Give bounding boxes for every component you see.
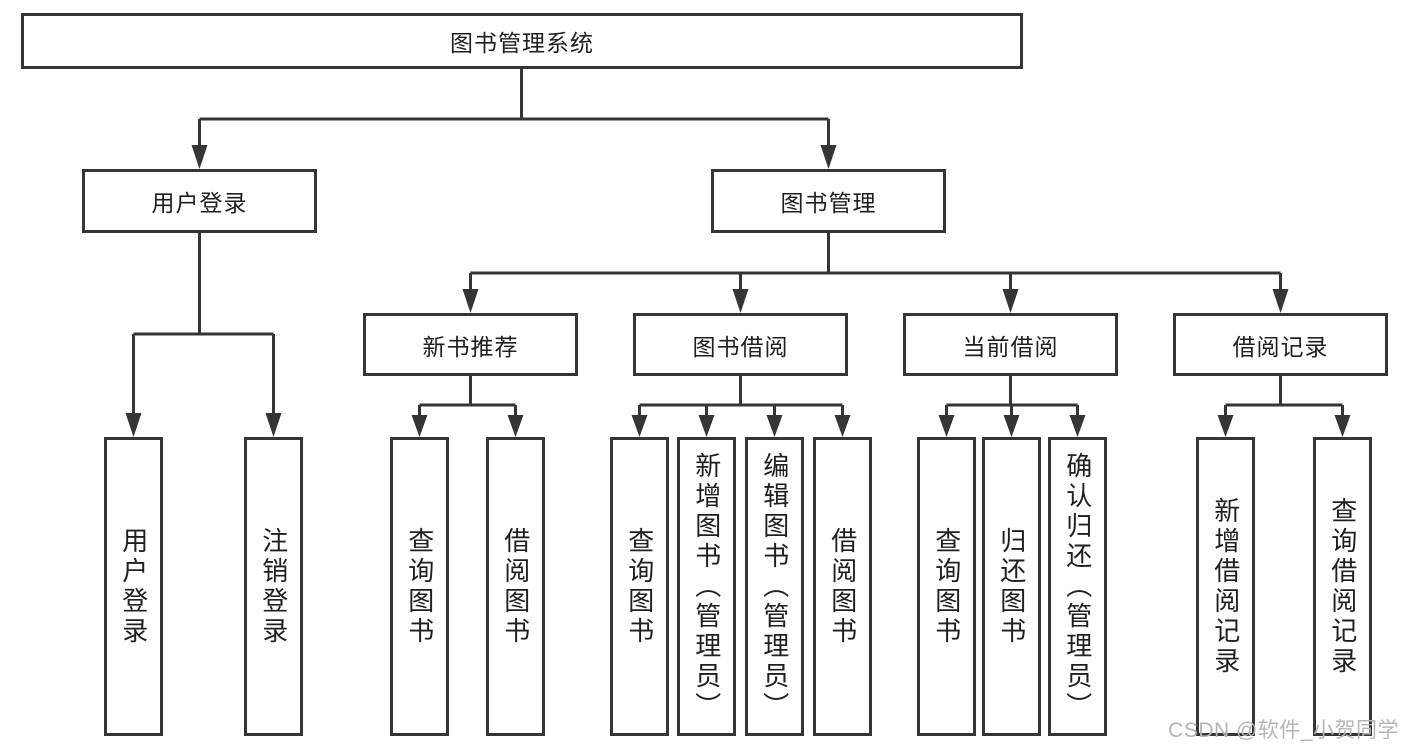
connector-bookborrow-to-leaves: [638, 376, 844, 416]
leaf-logout: 注销登录: [244, 437, 303, 736]
connector-userlogin-to-leaves: [132, 233, 275, 414]
arrowhead: [938, 415, 955, 437]
arrowhead: [125, 413, 142, 437]
arrowhead: [698, 415, 715, 437]
leaf-user-login-label: 用户登录: [118, 526, 149, 647]
leaf-bb-borrow-books: 借阅图书: [813, 437, 872, 736]
arrowhead: [766, 415, 783, 437]
leaf-cb-query-books: 查询图书: [917, 437, 976, 736]
node-user-login-label: 用户登录: [151, 190, 248, 216]
arrowhead: [265, 413, 282, 437]
connector-newbook-to-leaves: [418, 376, 517, 416]
arrowhead: [834, 415, 851, 437]
node-current-borrow: 当前借阅: [903, 313, 1118, 376]
leaf-cb-confirm-return-admin-label: 确认归还（管理员）: [1062, 451, 1093, 722]
leaf-cb-confirm-return-admin: 确认归还（管理员）: [1048, 437, 1107, 736]
leaf-user-login: 用户登录: [104, 437, 163, 736]
node-book-management-label: 图书管理: [780, 190, 877, 216]
arrowhead: [462, 289, 479, 313]
arrowhead: [1002, 289, 1019, 313]
node-borrow-records-label: 借阅记录: [1232, 333, 1329, 360]
leaf-br-add-record: 新增借阅记录: [1196, 437, 1255, 736]
leaf-bb-add-books-admin: 新增图书（管理员）: [677, 437, 736, 736]
arrowhead: [732, 289, 749, 313]
arrowhead: [1217, 415, 1234, 437]
leaf-nb-query-books-label: 查询图书: [404, 526, 435, 647]
node-book-borrow: 图书借阅: [633, 313, 848, 376]
connector-root-to-level2: [198, 68, 830, 146]
node-user-login: 用户登录: [82, 169, 317, 233]
arrowhead: [1069, 415, 1086, 437]
arrowhead: [507, 415, 524, 437]
leaf-nb-borrow-books-label: 借阅图书: [500, 526, 531, 647]
arrowhead: [820, 145, 837, 169]
node-book-borrow-label: 图书借阅: [692, 333, 789, 360]
leaf-bb-edit-books-admin-label: 编辑图书（管理员）: [759, 451, 790, 722]
watermark: CSDN @软件_小贺同学: [1168, 719, 1399, 742]
arrowhead: [1334, 415, 1351, 437]
node-book-management: 图书管理: [711, 169, 946, 233]
arrowhead: [1272, 289, 1289, 313]
arrowhead: [631, 415, 648, 437]
leaf-cb-query-books-label: 查询图书: [931, 526, 962, 647]
leaf-nb-query-books: 查询图书: [390, 437, 449, 736]
leaf-br-query-record: 查询借阅记录: [1313, 437, 1372, 736]
node-new-book-recommend-label: 新书推荐: [422, 333, 519, 360]
leaf-cb-return-books: 归还图书: [982, 437, 1041, 736]
leaf-bb-add-books-admin-label: 新增图书（管理员）: [691, 451, 722, 722]
node-new-book-recommend: 新书推荐: [363, 313, 578, 376]
leaf-bb-query-books-label: 查询图书: [624, 526, 655, 647]
node-current-borrow-label: 当前借阅: [962, 333, 1059, 360]
connector-currentborrow-to-leaves: [945, 376, 1079, 416]
arrowhead: [411, 415, 428, 437]
leaf-nb-borrow-books: 借阅图书: [486, 437, 545, 736]
node-borrow-records: 借阅记录: [1173, 313, 1388, 376]
node-library-management-system: 图书管理系统: [21, 13, 1023, 69]
leaf-logout-label: 注销登录: [258, 526, 289, 647]
leaf-bb-query-books: 查询图书: [610, 437, 669, 736]
arrowhead: [1003, 415, 1020, 437]
leaf-cb-return-books-label: 归还图书: [996, 526, 1027, 647]
arrowhead: [191, 145, 208, 169]
node-library-management-system-label: 图书管理系统: [450, 30, 594, 56]
connector-bookmgmt-to-level3: [469, 233, 1282, 290]
leaf-bb-edit-books-admin: 编辑图书（管理员）: [745, 437, 804, 736]
leaf-br-query-record-label: 查询借阅记录: [1327, 496, 1358, 677]
leaf-br-add-record-label: 新增借阅记录: [1210, 496, 1241, 677]
connector-borrowrecords-to-leaves: [1224, 376, 1344, 416]
leaf-bb-borrow-books-label: 借阅图书: [827, 526, 858, 647]
